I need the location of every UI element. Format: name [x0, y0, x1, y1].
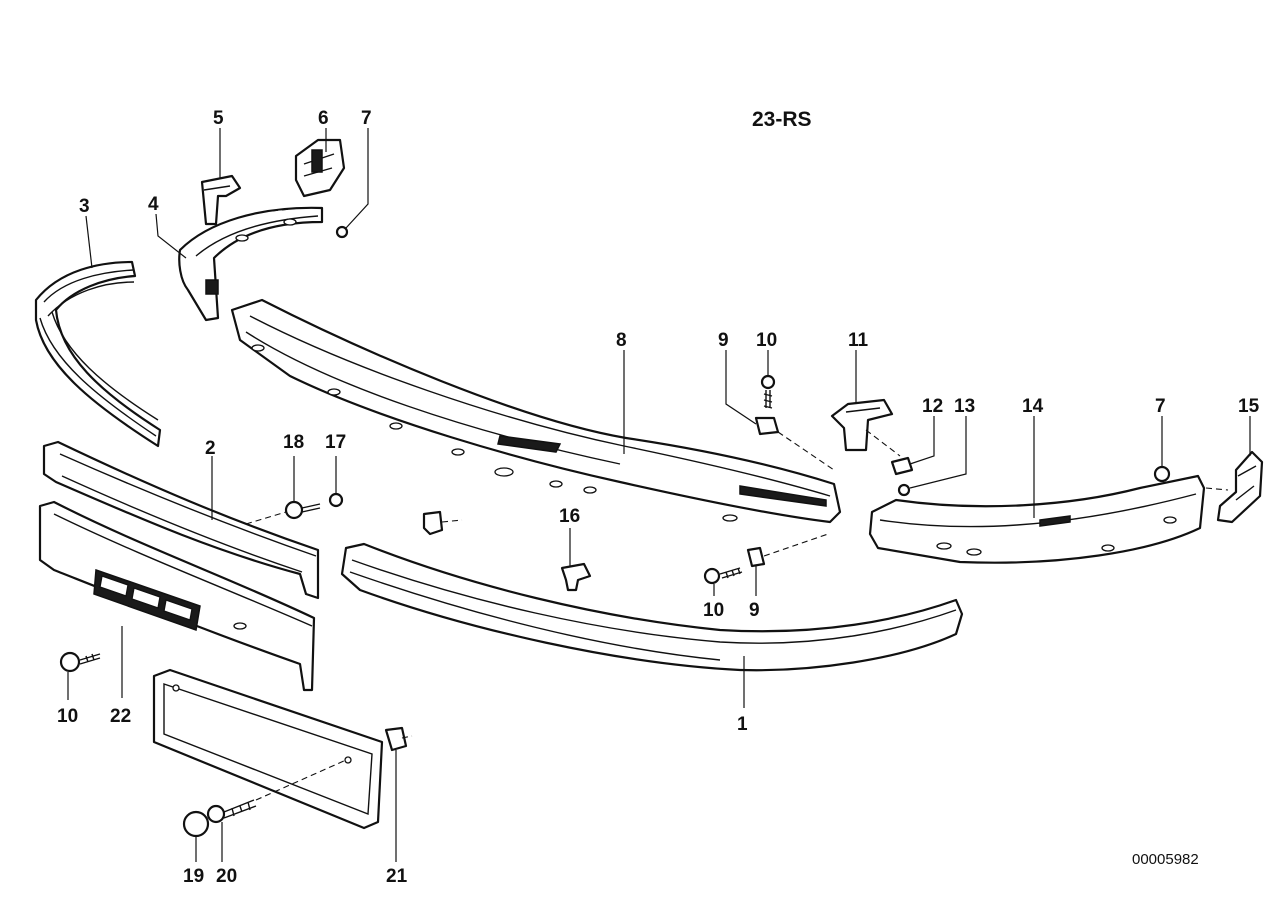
callout-22: 22 [110, 706, 131, 727]
part-16-clip [560, 562, 592, 592]
part-12-clip [890, 456, 914, 476]
part-13-nut [897, 483, 911, 497]
document-number: 00005982 [1132, 851, 1199, 868]
part-18-washer-screw [284, 500, 321, 520]
callout-7-right: 7 [1155, 396, 1166, 417]
loose-clip [422, 510, 444, 536]
callout-3: 3 [79, 196, 90, 217]
part-5-small-bracket [200, 174, 242, 226]
callout-9-lower: 9 [749, 600, 760, 621]
part-21-clip [384, 726, 408, 752]
callout-5: 5 [213, 108, 224, 129]
part-17-nut [328, 492, 344, 508]
part-8-bumper-carrier [230, 298, 842, 524]
callout-10-upper: 10 [756, 330, 777, 351]
callout-4: 4 [148, 194, 159, 215]
part-2-upper-cover [42, 440, 320, 600]
callout-19: 19 [183, 866, 204, 887]
callout-13: 13 [954, 396, 975, 417]
part-10-screw-middle [703, 567, 743, 585]
diagram-title: 23-RS [752, 108, 812, 131]
license-plate-frame [152, 668, 384, 830]
assembly-lines [245, 207, 1229, 801]
part-9-clip-upper [754, 416, 780, 436]
callout-12: 12 [922, 396, 943, 417]
part-14-right-side-bracket [868, 474, 1206, 564]
part-7-nut-right [1153, 465, 1171, 483]
part-11-right-bracket [830, 398, 894, 452]
callout-16: 16 [559, 506, 580, 527]
part-7-nut-left [335, 225, 349, 239]
part-3-trim-strip [34, 260, 162, 448]
callout-10-middle: 10 [703, 600, 724, 621]
callout-18: 18 [283, 432, 304, 453]
callout-1: 1 [737, 714, 748, 735]
part-15-end-cap [1216, 450, 1264, 524]
callout-7-upper: 7 [361, 108, 372, 129]
callout-6: 6 [318, 108, 329, 129]
callout-11: 11 [848, 330, 869, 351]
callout-8: 8 [616, 330, 627, 351]
leader-lines [67, 128, 1251, 862]
callout-9-upper: 9 [718, 330, 729, 351]
callout-2: 2 [205, 438, 216, 459]
part-9-clip-lower [746, 546, 766, 568]
callout-labels: 5 6 7 3 4 8 9 10 11 12 13 14 7 15 2 18 1… [57, 108, 1260, 887]
callout-21: 21 [386, 866, 408, 887]
callout-10-left: 10 [57, 706, 78, 727]
part-10-screw-upper [760, 374, 776, 409]
callout-20: 20 [216, 866, 237, 887]
part-4-side-bracket [178, 206, 324, 322]
part-19-cap [182, 810, 210, 838]
callout-17: 17 [325, 432, 346, 453]
part-1-main-bumper [340, 542, 964, 672]
callout-14: 14 [1022, 396, 1044, 417]
part-22-lower-apron [38, 500, 316, 692]
part-10-screw-left [59, 651, 101, 673]
part-20-screw [206, 799, 257, 824]
callout-15: 15 [1238, 396, 1260, 417]
part-6-mounting-bracket [294, 138, 346, 198]
